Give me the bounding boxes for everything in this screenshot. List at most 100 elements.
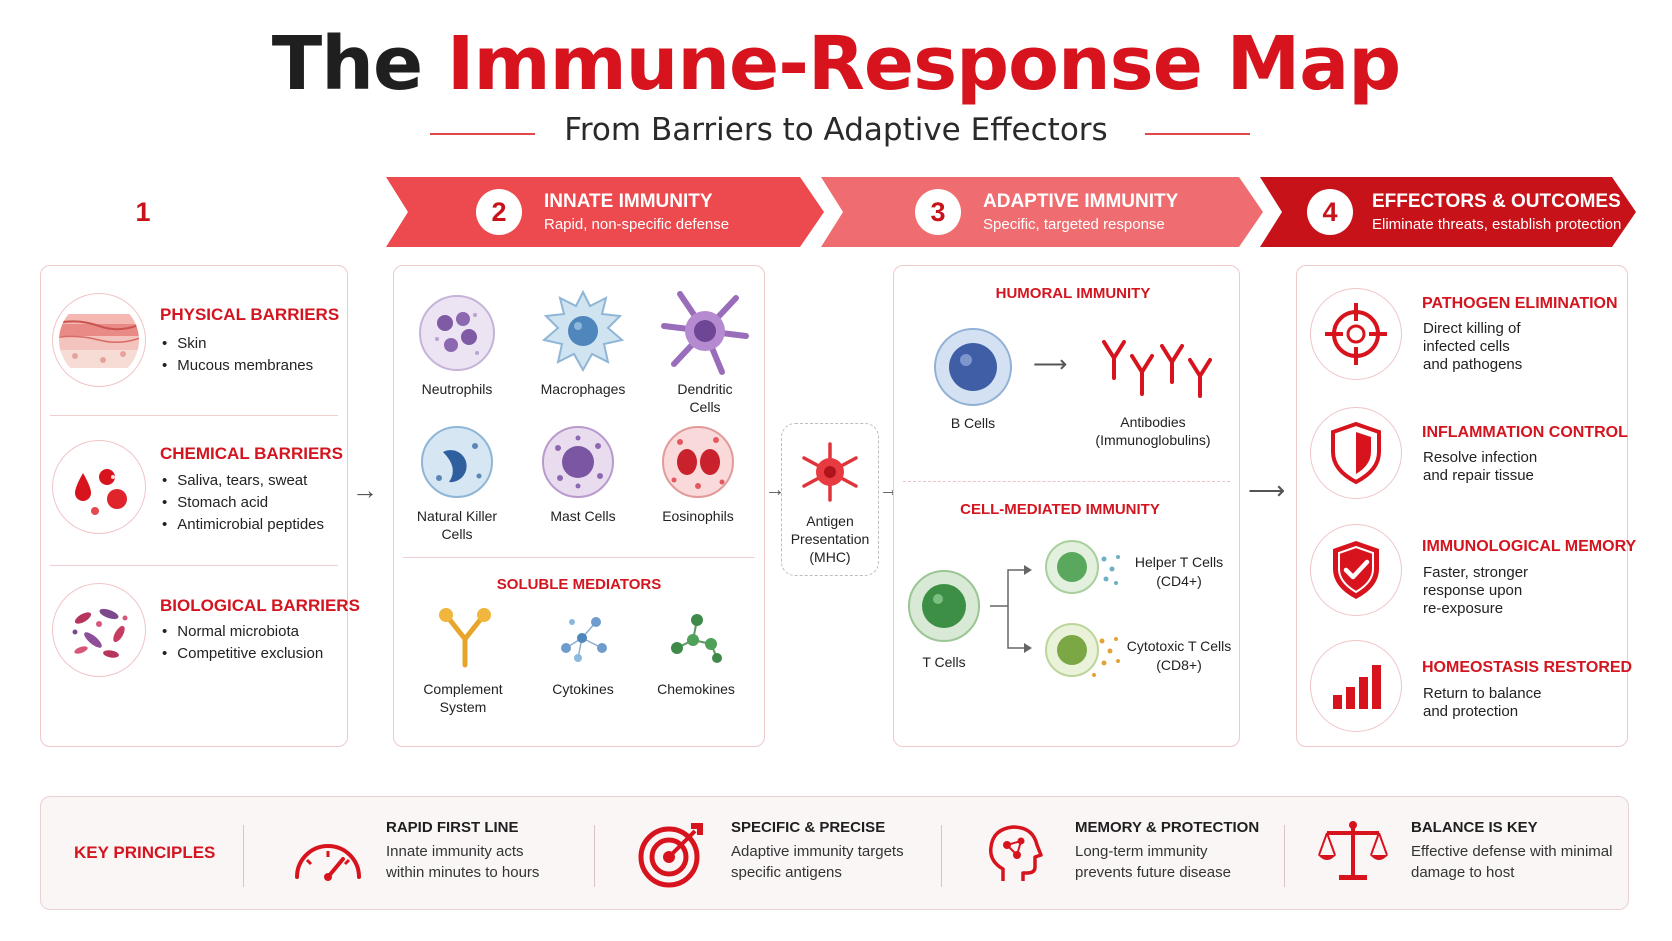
microbiota-icon (52, 583, 146, 677)
memory-protection-title: MEMORY & PROTECTION (1075, 819, 1260, 836)
pathogen-elimination-text: Direct killing of infected cells and pat… (1423, 320, 1522, 374)
target-icon (638, 823, 703, 888)
dendritic-cells-label: Dendritic Cells (677, 381, 733, 415)
pathogen-elimination-title: PATHOGEN ELIMINATION (1422, 295, 1618, 312)
droplets-icon (52, 440, 146, 534)
subtitle-right-rule (1145, 133, 1250, 135)
page-title: The Immune-Response Map (0, 22, 1672, 106)
antibodies-label: Antibodies (1120, 414, 1186, 430)
flow-arrow-2: → (765, 479, 785, 501)
antibodies-sublabel: (Immunoglobulins) (1095, 432, 1211, 448)
speedometer-icon (295, 844, 361, 881)
mast-cell-icon (542, 426, 614, 498)
eosinophil-icon (662, 426, 734, 498)
flow-arrow-1: → (352, 475, 378, 505)
dendritic-cell-icon (661, 291, 749, 375)
nk-cell-icon (421, 426, 493, 498)
skin-layers-icon (52, 293, 146, 387)
chemical-barriers-list: Saliva, tears, sweat Stomach acid Antimi… (162, 470, 324, 536)
mast-cells-label: Mast Cells (550, 508, 616, 524)
stage-4-number: 4 (1307, 189, 1353, 235)
homeostasis-restored-text: Return to balance and protection (1423, 685, 1541, 721)
memory-protection-text: Long-term immunity prevents future disea… (1075, 841, 1231, 883)
divider (50, 415, 338, 416)
text-line: Return to balance (1423, 685, 1542, 702)
neutrophils-label: Neutrophils (421, 381, 493, 397)
divider (1284, 825, 1285, 887)
divider (903, 481, 1230, 482)
helper-t-cells-label: Helper T Cells (1134, 554, 1224, 570)
stage-2-number: 2 (476, 189, 522, 235)
text-line: Innate immunity acts (386, 843, 524, 860)
cytotoxic-t-cells-label: Cytotoxic T Cells (1126, 638, 1232, 654)
t-cell-branch-connector (990, 565, 1032, 653)
text-line: damage to host (1411, 864, 1515, 881)
text-line: Adaptive immunity targets (731, 843, 904, 860)
stage-1-subtitle: Keep threats out (188, 216, 299, 233)
macrophages-label: Macrophages (540, 381, 626, 397)
balance-key-text: Effective defense with minimal damage to… (1411, 841, 1612, 883)
list-item: Skin (162, 333, 313, 355)
stage-2-subtitle: Rapid, non-specific defense (544, 216, 730, 233)
antibodies-icon (1102, 340, 1212, 398)
page-subtitle: From Barriers to Adaptive Effectors (564, 112, 1108, 148)
key-principles-bar: KEY PRINCIPLES RAPID FIRST LINE Innate i… (40, 796, 1629, 910)
stage-1-number: 1 (120, 189, 166, 235)
stage-3-subtitle: Specific, targeted response (983, 216, 1165, 233)
list-item: Mucous membranes (162, 355, 313, 377)
stage-3-banner: 3 ADAPTIVE IMMUNITY Specific, targeted r… (821, 177, 1263, 247)
helper-t-cell-icon (1045, 540, 1120, 594)
chemical-barriers-title: CHEMICAL BARRIERS (160, 444, 343, 463)
antigen-presentation-label: Antigen Presentation (MHC) (790, 513, 870, 565)
eosinophils-label: Eosinophils (662, 508, 734, 524)
stage-3-title: ADAPTIVE IMMUNITY (983, 191, 1179, 212)
divider (941, 825, 942, 887)
chemokines-icon (671, 614, 722, 663)
shield-icon (1310, 407, 1402, 499)
b-cells-label: B Cells (950, 415, 996, 431)
text-line: Faster, stronger (1423, 564, 1529, 581)
b-cell-arrow: ⟶ (1033, 351, 1068, 378)
text-line: and pathogens (1423, 356, 1523, 373)
immunological-memory-title: IMMUNOLOGICAL MEMORY (1422, 538, 1637, 555)
title-part-2: Immune-Response Map (446, 21, 1401, 107)
humoral-immunity-title: HUMORAL IMMUNITY (995, 285, 1151, 302)
text-line: within minutes to hours (386, 864, 540, 881)
helper-t-cells-sublabel: (CD4+) (1156, 573, 1202, 589)
text-line: Long-term immunity (1075, 843, 1208, 860)
rapid-first-line-title: RAPID FIRST LINE (386, 819, 519, 836)
b-cell-icon (934, 328, 1012, 406)
bar-chart-icon (1310, 640, 1402, 732)
text-line: Resolve infection (1423, 449, 1538, 466)
flow-arrow-4: ⟶ (1248, 475, 1286, 505)
shield-check-icon (1310, 524, 1402, 616)
text-line: Direct killing of (1423, 320, 1521, 337)
head-network-icon (989, 825, 1043, 881)
text-line: response upon (1423, 582, 1523, 599)
biological-barriers-title: BIOLOGICAL BARRIERS (160, 596, 360, 615)
neutrophil-icon (419, 295, 495, 371)
text-line: Effective defense with minimal (1411, 843, 1613, 860)
text-line: and repair tissue (1423, 467, 1534, 484)
stage-4-subtitle: Eliminate threats, establish protection (1372, 216, 1622, 233)
stage-3-number: 3 (915, 189, 961, 235)
key-principles-label: KEY PRINCIPLES (74, 843, 216, 862)
specific-precise-text: Adaptive immunity targets specific antig… (731, 841, 904, 883)
list-item: Competitive exclusion (162, 643, 323, 665)
t-cells-label: T Cells (922, 654, 966, 670)
homeostasis-restored-title: HOMEOSTASIS RESTORED (1422, 659, 1633, 676)
divider (594, 825, 595, 887)
list-item: Saliva, tears, sweat (162, 470, 324, 492)
soluble-mediators-title: SOLUBLE MEDIATORS (496, 576, 662, 593)
cytokines-icon (561, 617, 607, 662)
specific-precise-title: SPECIFIC & PRECISE (731, 819, 886, 836)
text-line: and protection (1423, 703, 1519, 720)
physical-barriers-list: Skin Mucous membranes (162, 333, 313, 377)
t-cell-icon (908, 570, 980, 642)
divider (403, 557, 755, 558)
cytotoxic-t-cells-sublabel: (CD8+) (1156, 657, 1202, 673)
scales-icon (1318, 821, 1388, 880)
list-item: Stomach acid (162, 492, 324, 514)
stage-4-shape (1260, 177, 1636, 247)
stage-4-title: EFFECTORS & OUTCOMES (1372, 191, 1621, 212)
